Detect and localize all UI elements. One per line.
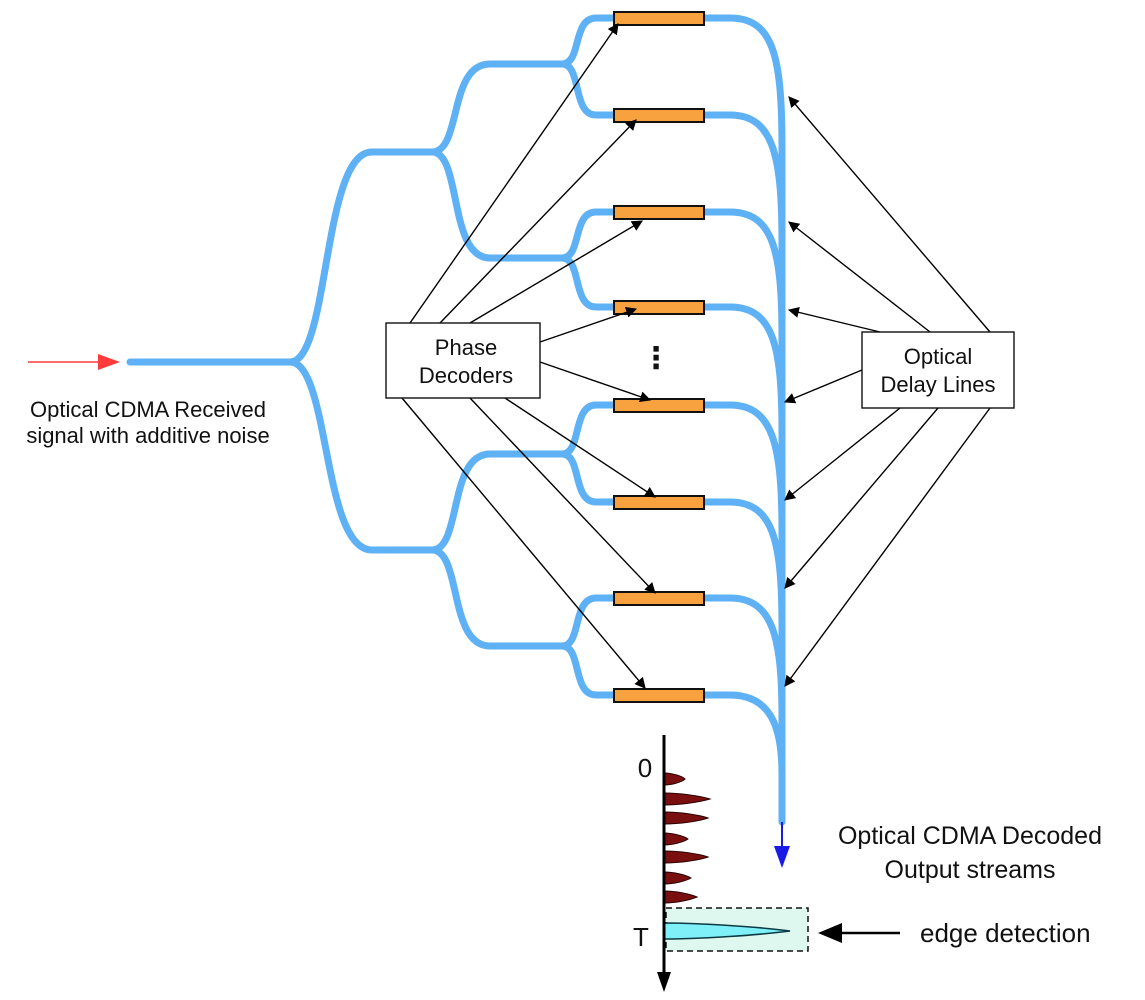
pd-pointer-4	[539, 307, 638, 343]
odl-pointer-1	[788, 96, 991, 333]
input-label-line1: Optical CDMA Received	[30, 397, 266, 422]
pd-pointer-1	[409, 23, 619, 324]
pd-pointer-3	[469, 220, 643, 324]
split-level2-a	[428, 60, 566, 156]
output-arrow-head	[774, 846, 790, 868]
noise-pulse-3	[663, 811, 710, 825]
delay-line-6	[700, 498, 786, 634]
signal-pulse	[663, 922, 791, 940]
phase-decoder-6	[613, 495, 705, 510]
noise-pulse-1	[663, 772, 686, 786]
noise-pulse-5	[663, 850, 710, 864]
noise-pulse-6	[663, 871, 692, 885]
phase-decoders-box-frame	[385, 322, 541, 399]
delay-line-3	[700, 208, 786, 344]
phase-decoder-8	[613, 688, 705, 703]
edge-detection-arrow-head	[818, 923, 842, 943]
split-level2-d	[428, 546, 566, 650]
pd-pointer-7	[469, 397, 656, 594]
noise-pulse-7	[663, 890, 699, 904]
odl-pointer-5	[784, 407, 901, 501]
time-axis-period-label: T	[633, 922, 649, 952]
phase-decoders-label-line1: Phase	[435, 335, 497, 360]
split-level2-b	[428, 148, 566, 262]
time-axis-zero-label: 0	[638, 753, 652, 783]
delay-line-5	[700, 401, 786, 539]
split-level2-c	[428, 450, 566, 554]
branch-8	[558, 642, 618, 699]
split-level1-upper	[286, 148, 436, 366]
phase-decoder-elements	[613, 11, 705, 703]
edge-detection-label: edge detection	[920, 918, 1091, 948]
delay-line-7	[700, 594, 786, 724]
phase-decoder-1	[613, 11, 705, 26]
time-axis-arrowhead	[657, 972, 671, 992]
odl-pointer-3	[787, 306, 881, 333]
pd-pointer-2	[439, 119, 637, 324]
delay-lines-box-frame	[861, 331, 1015, 409]
splitter-tree	[126, 14, 618, 699]
branch-5	[558, 401, 618, 458]
edge-detection-callout: edge detection	[818, 918, 1091, 948]
branch-7	[558, 594, 618, 650]
split-level1-lower	[286, 358, 436, 554]
odl-pointer-7	[784, 407, 991, 687]
input-arrow-head	[98, 354, 120, 370]
pd-pointer-8	[401, 397, 646, 689]
delay-line-fibers	[700, 14, 786, 826]
delay-lines-label-line2: Delay Lines	[881, 372, 996, 397]
branch-2	[558, 60, 618, 119]
branch-4	[558, 254, 618, 311]
output-label-line1: Optical CDMA Decoded	[838, 822, 1102, 850]
input-signal: Optical CDMA Received signal with additi…	[26, 354, 270, 448]
phase-decoder-2	[613, 108, 705, 123]
branch-3	[558, 208, 618, 262]
phase-decoders-box: Phase Decoders	[385, 322, 541, 399]
odl-pointer-6	[784, 407, 939, 589]
delay-lines-box: Optical Delay Lines	[861, 331, 1015, 409]
vertical-ellipsis: ⋮	[641, 342, 671, 375]
noise-pulses	[663, 772, 712, 904]
odl-pointer-4	[783, 369, 863, 404]
pd-pointer-6	[504, 397, 656, 498]
phase-decoders-label-line2: Decoders	[419, 363, 513, 388]
branch-6	[558, 450, 618, 506]
odl-pointer-2	[788, 221, 931, 333]
phase-decoder-5	[613, 398, 705, 413]
pulse-train-plot: 0 T	[633, 735, 809, 992]
input-label-line2: signal with additive noise	[26, 423, 269, 448]
noise-pulse-4	[663, 832, 689, 846]
delay-line-pointers	[783, 96, 991, 687]
phase-decoder-pointers	[401, 23, 656, 689]
delay-line-1	[700, 14, 786, 154]
delay-line-2	[700, 111, 786, 249]
output-signal: Optical CDMA Decoded Output streams	[774, 822, 1102, 884]
output-label-line2: Output streams	[885, 856, 1056, 884]
delay-line-4	[700, 303, 786, 439]
delay-line-8	[700, 691, 786, 779]
delay-lines-label-line1: Optical	[904, 344, 972, 369]
pd-pointer-5	[539, 361, 652, 402]
phase-decoder-7	[613, 591, 705, 606]
phase-decoder-3	[613, 205, 705, 220]
noise-pulse-2	[663, 792, 712, 806]
